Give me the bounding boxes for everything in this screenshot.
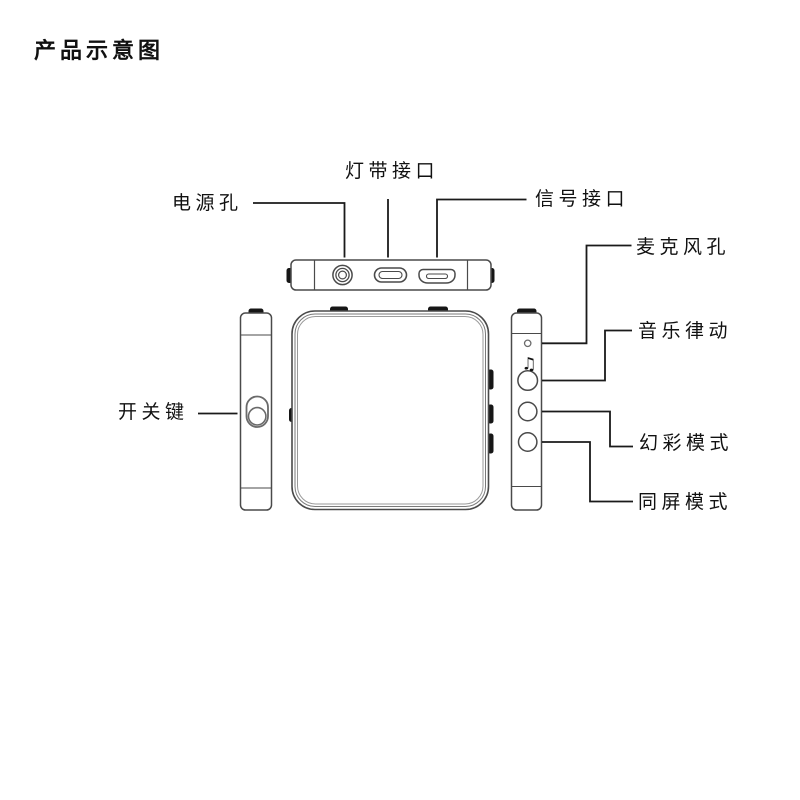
callout-magic-color-mode xyxy=(542,410,633,448)
magic-color-button xyxy=(517,401,538,422)
label-music-rhythm: 音乐律动 xyxy=(638,321,733,342)
front-body-outer xyxy=(291,310,490,511)
micro-usb-connector xyxy=(418,268,456,284)
dc-power-jack xyxy=(332,264,353,286)
top-view xyxy=(290,259,492,291)
callout-music-rhythm xyxy=(542,329,632,382)
callout-mic-hole xyxy=(542,244,632,345)
callout-signal-port xyxy=(436,198,527,258)
label-screen-sync-mode: 同屏模式 xyxy=(638,492,733,513)
label-power-switch: 开关键 xyxy=(118,402,189,423)
music-note-icon: ♫ xyxy=(521,355,536,375)
callout-screen-sync-mode xyxy=(542,441,633,503)
left-side-view xyxy=(239,312,273,511)
callout-power-hole xyxy=(253,202,346,258)
front-view xyxy=(291,310,490,511)
screen-sync-button xyxy=(517,432,538,452)
mic-hole xyxy=(523,339,532,348)
front-body-mid xyxy=(294,313,486,507)
label-power-hole: 电源孔 xyxy=(172,193,243,214)
music-rhythm-button xyxy=(517,369,539,392)
label-signal-port: 信号接口 xyxy=(535,189,630,210)
label-mic-hole: 麦克风孔 xyxy=(636,237,731,258)
right-side-view: ♫ xyxy=(510,312,543,511)
callout-lines xyxy=(198,198,633,503)
label-led-strip-port: 灯带接口 xyxy=(345,161,440,182)
front-body-inner xyxy=(297,316,484,505)
page-title: 产品示意图 xyxy=(34,38,165,63)
led-strip-connector xyxy=(373,267,408,283)
label-magic-color-mode: 幻彩模式 xyxy=(639,433,734,454)
power-switch xyxy=(245,395,269,428)
